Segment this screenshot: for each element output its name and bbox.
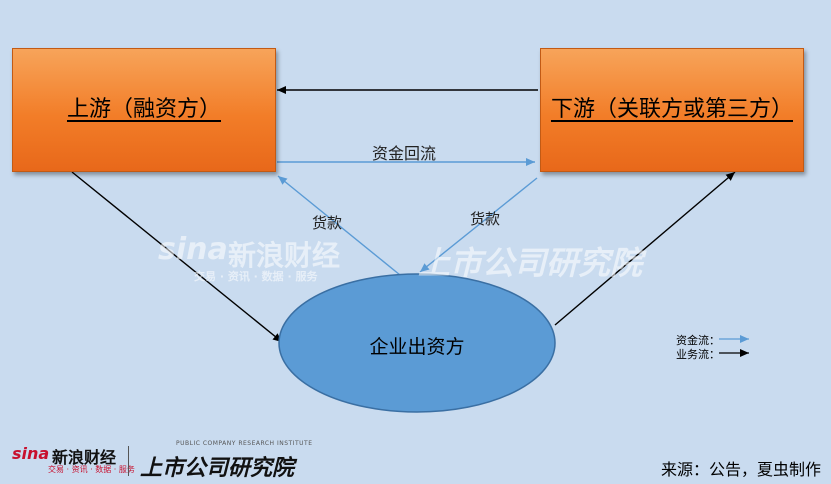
- legend-capital-flow-label: 资金流：: [676, 334, 720, 347]
- company-node-shape: [278, 273, 556, 413]
- capital-arrow-loan-to-upstream: [277, 175, 401, 276]
- watermark-sina-tagline: 交易 · 资讯 · 数据 · 服务: [194, 270, 318, 283]
- downstream-node-label: 下游（关联方或第三方）: [550, 97, 793, 122]
- footer-sina-logo: sina: [12, 444, 50, 463]
- footer-research-name: 上市公司研究院: [140, 456, 295, 481]
- capital-return-label: 资金回流: [372, 144, 437, 163]
- watermark-sina-logo: sina: [158, 232, 228, 267]
- loan-label-right: 货款: [470, 210, 501, 228]
- upstream-node-label: 上游（融资方）: [66, 97, 221, 122]
- watermark-research: 上市公司研究院: [418, 244, 643, 282]
- loan-label-left: 货款: [312, 214, 343, 232]
- business-arrow-upstream-to-company: [71, 171, 283, 343]
- upstream-node: 上游（融资方）: [12, 48, 276, 172]
- footer-sina-name: 新浪财经: [52, 448, 117, 467]
- capital-arrow-loan-from-downstream: [419, 177, 538, 273]
- business-arrow-company-to-downstream: [554, 171, 736, 326]
- footer-research-en: PUBLIC COMPANY RESEARCH INSTITUTE: [176, 440, 313, 447]
- footer-sina-tagline: 交易 · 资讯 · 数据 · 服务: [48, 465, 135, 474]
- watermark-sina-name: 新浪财经: [228, 239, 341, 272]
- downstream-node: 下游（关联方或第三方）: [540, 48, 804, 172]
- legend-business-flow-label: 业务流：: [676, 348, 720, 361]
- company-node-label: 企业出资方: [369, 336, 465, 358]
- footer-divider: [128, 446, 129, 476]
- source-note: 来源：公告，夏虫制作: [660, 460, 821, 479]
